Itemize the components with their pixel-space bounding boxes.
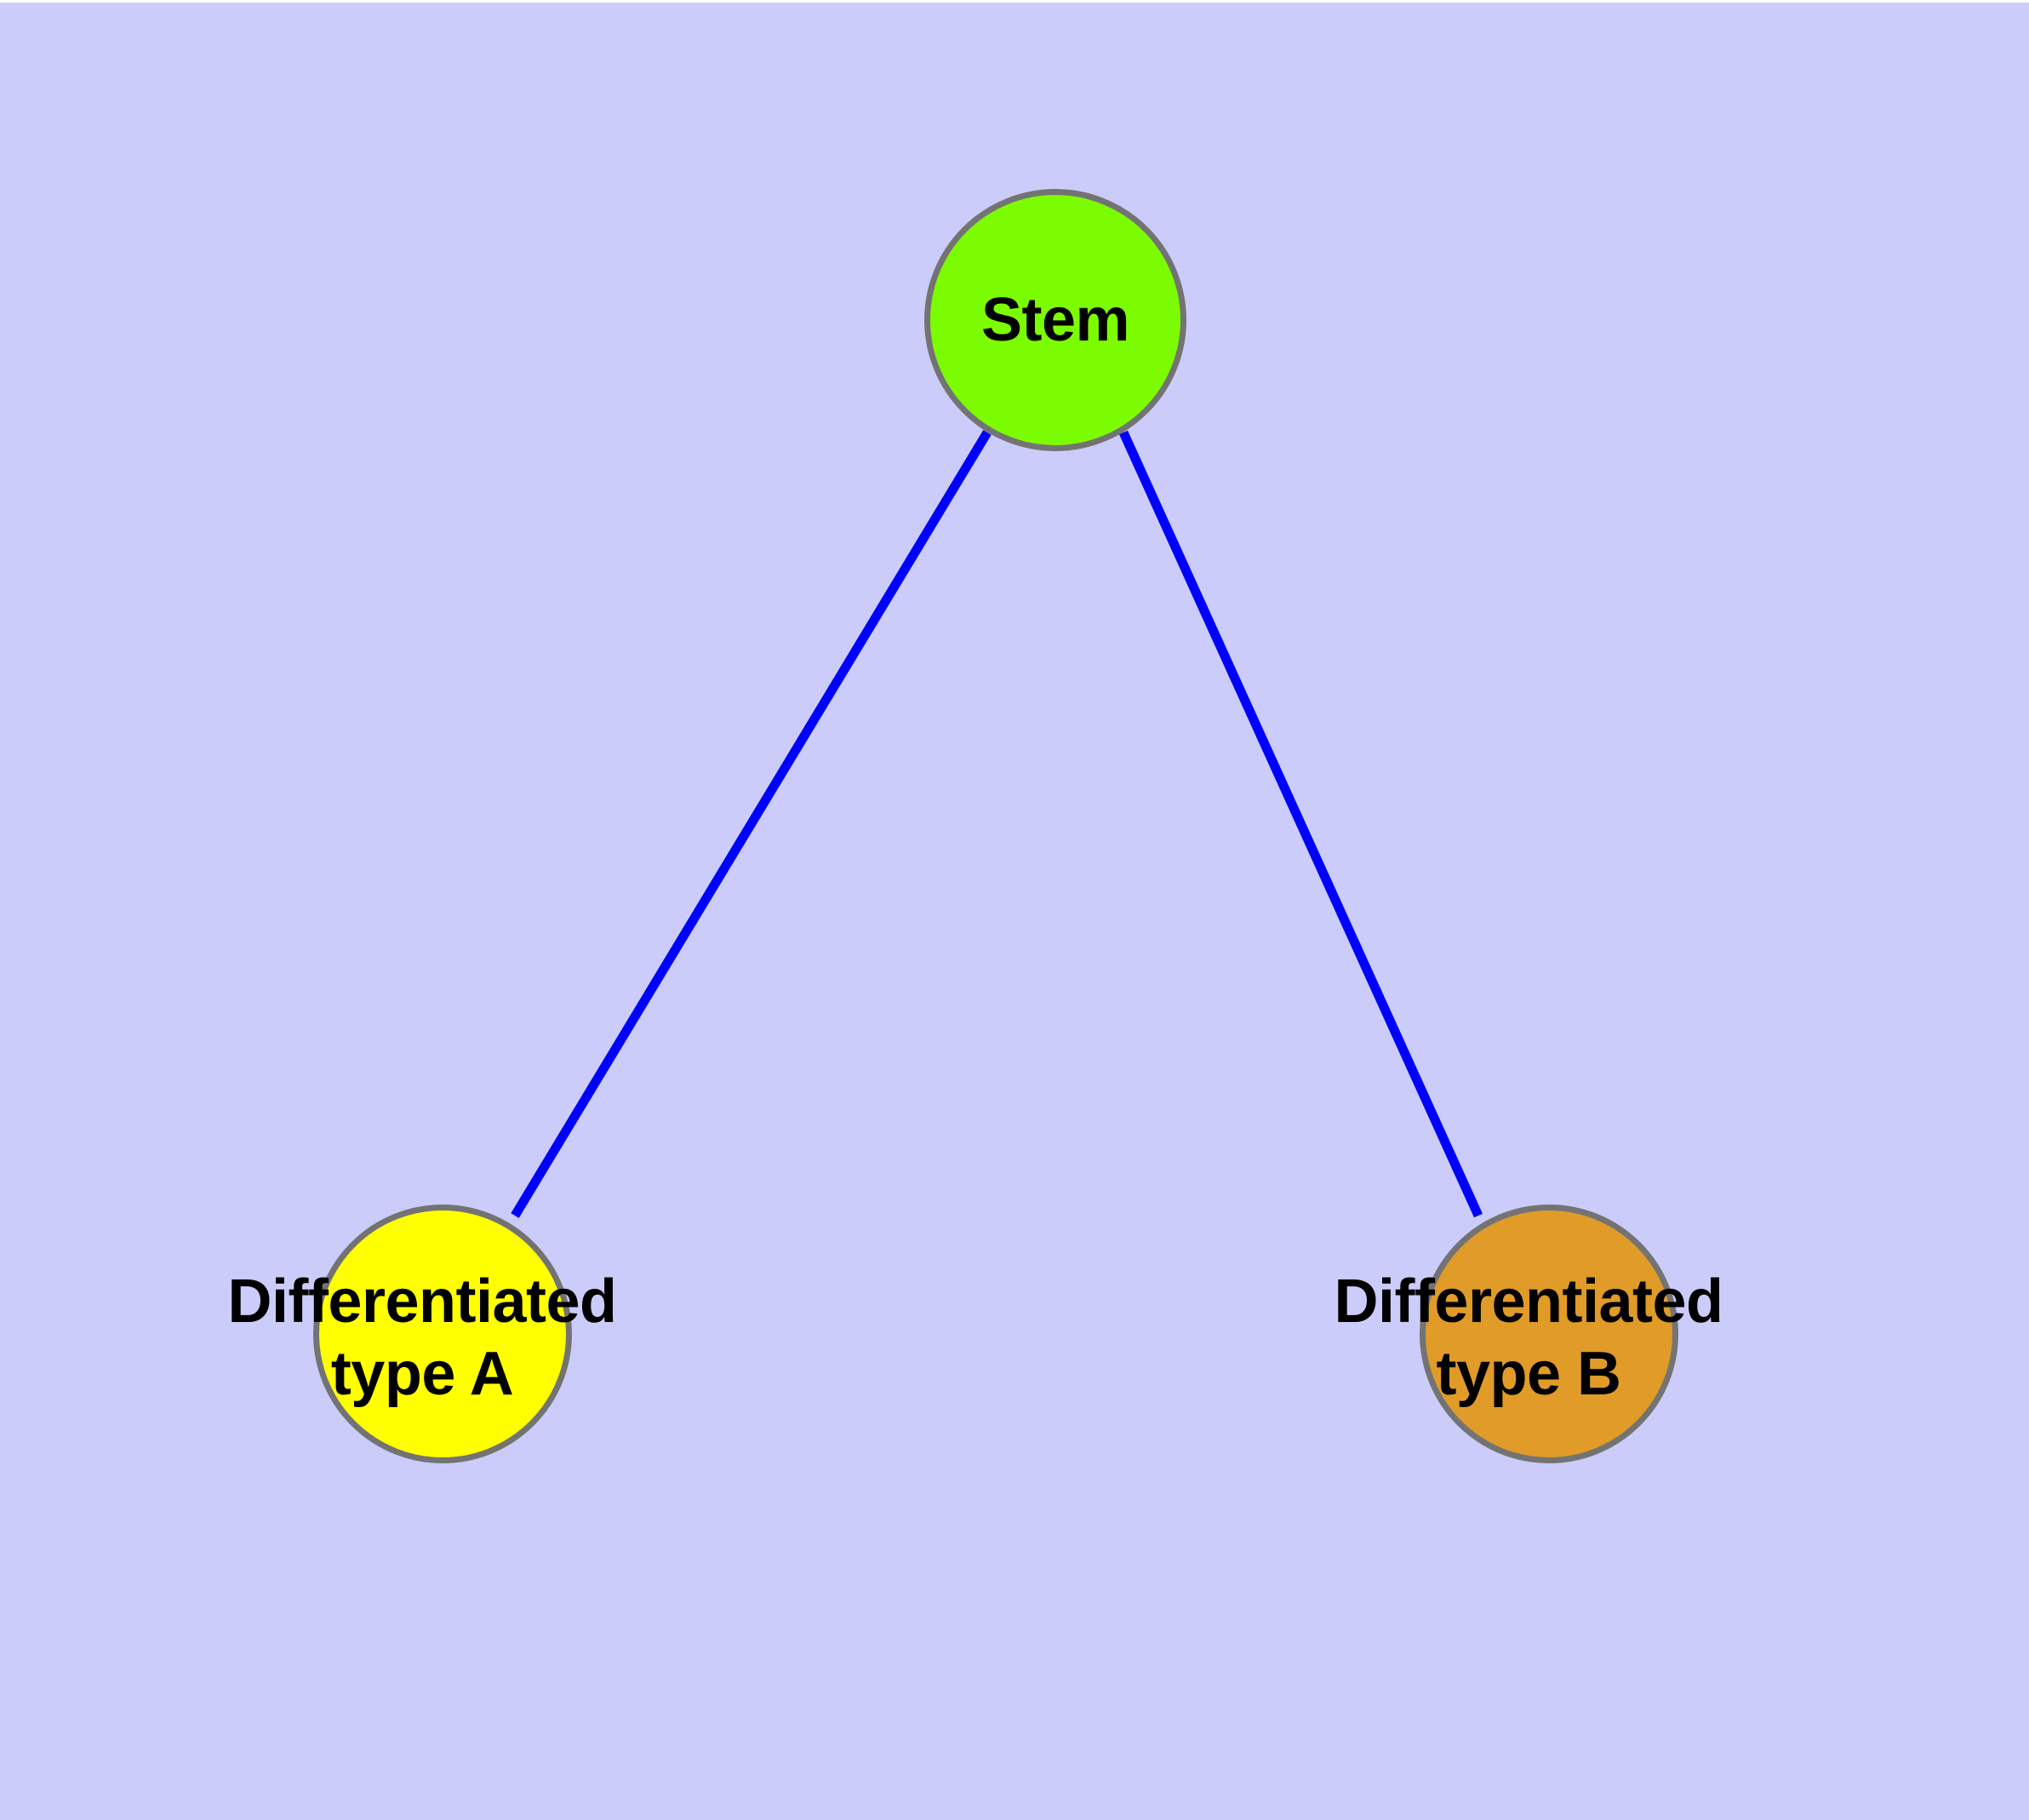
- graph-node-stem[interactable]: [924, 189, 1186, 451]
- graph-node-diff_b[interactable]: [1420, 1205, 1678, 1463]
- graph-node-diff_a[interactable]: [313, 1205, 572, 1463]
- graph-edge-stem-to-diff-a: [511, 430, 992, 1218]
- edges-group: [511, 430, 1483, 1218]
- graph-edge-stem-to-diff-b: [1118, 430, 1483, 1218]
